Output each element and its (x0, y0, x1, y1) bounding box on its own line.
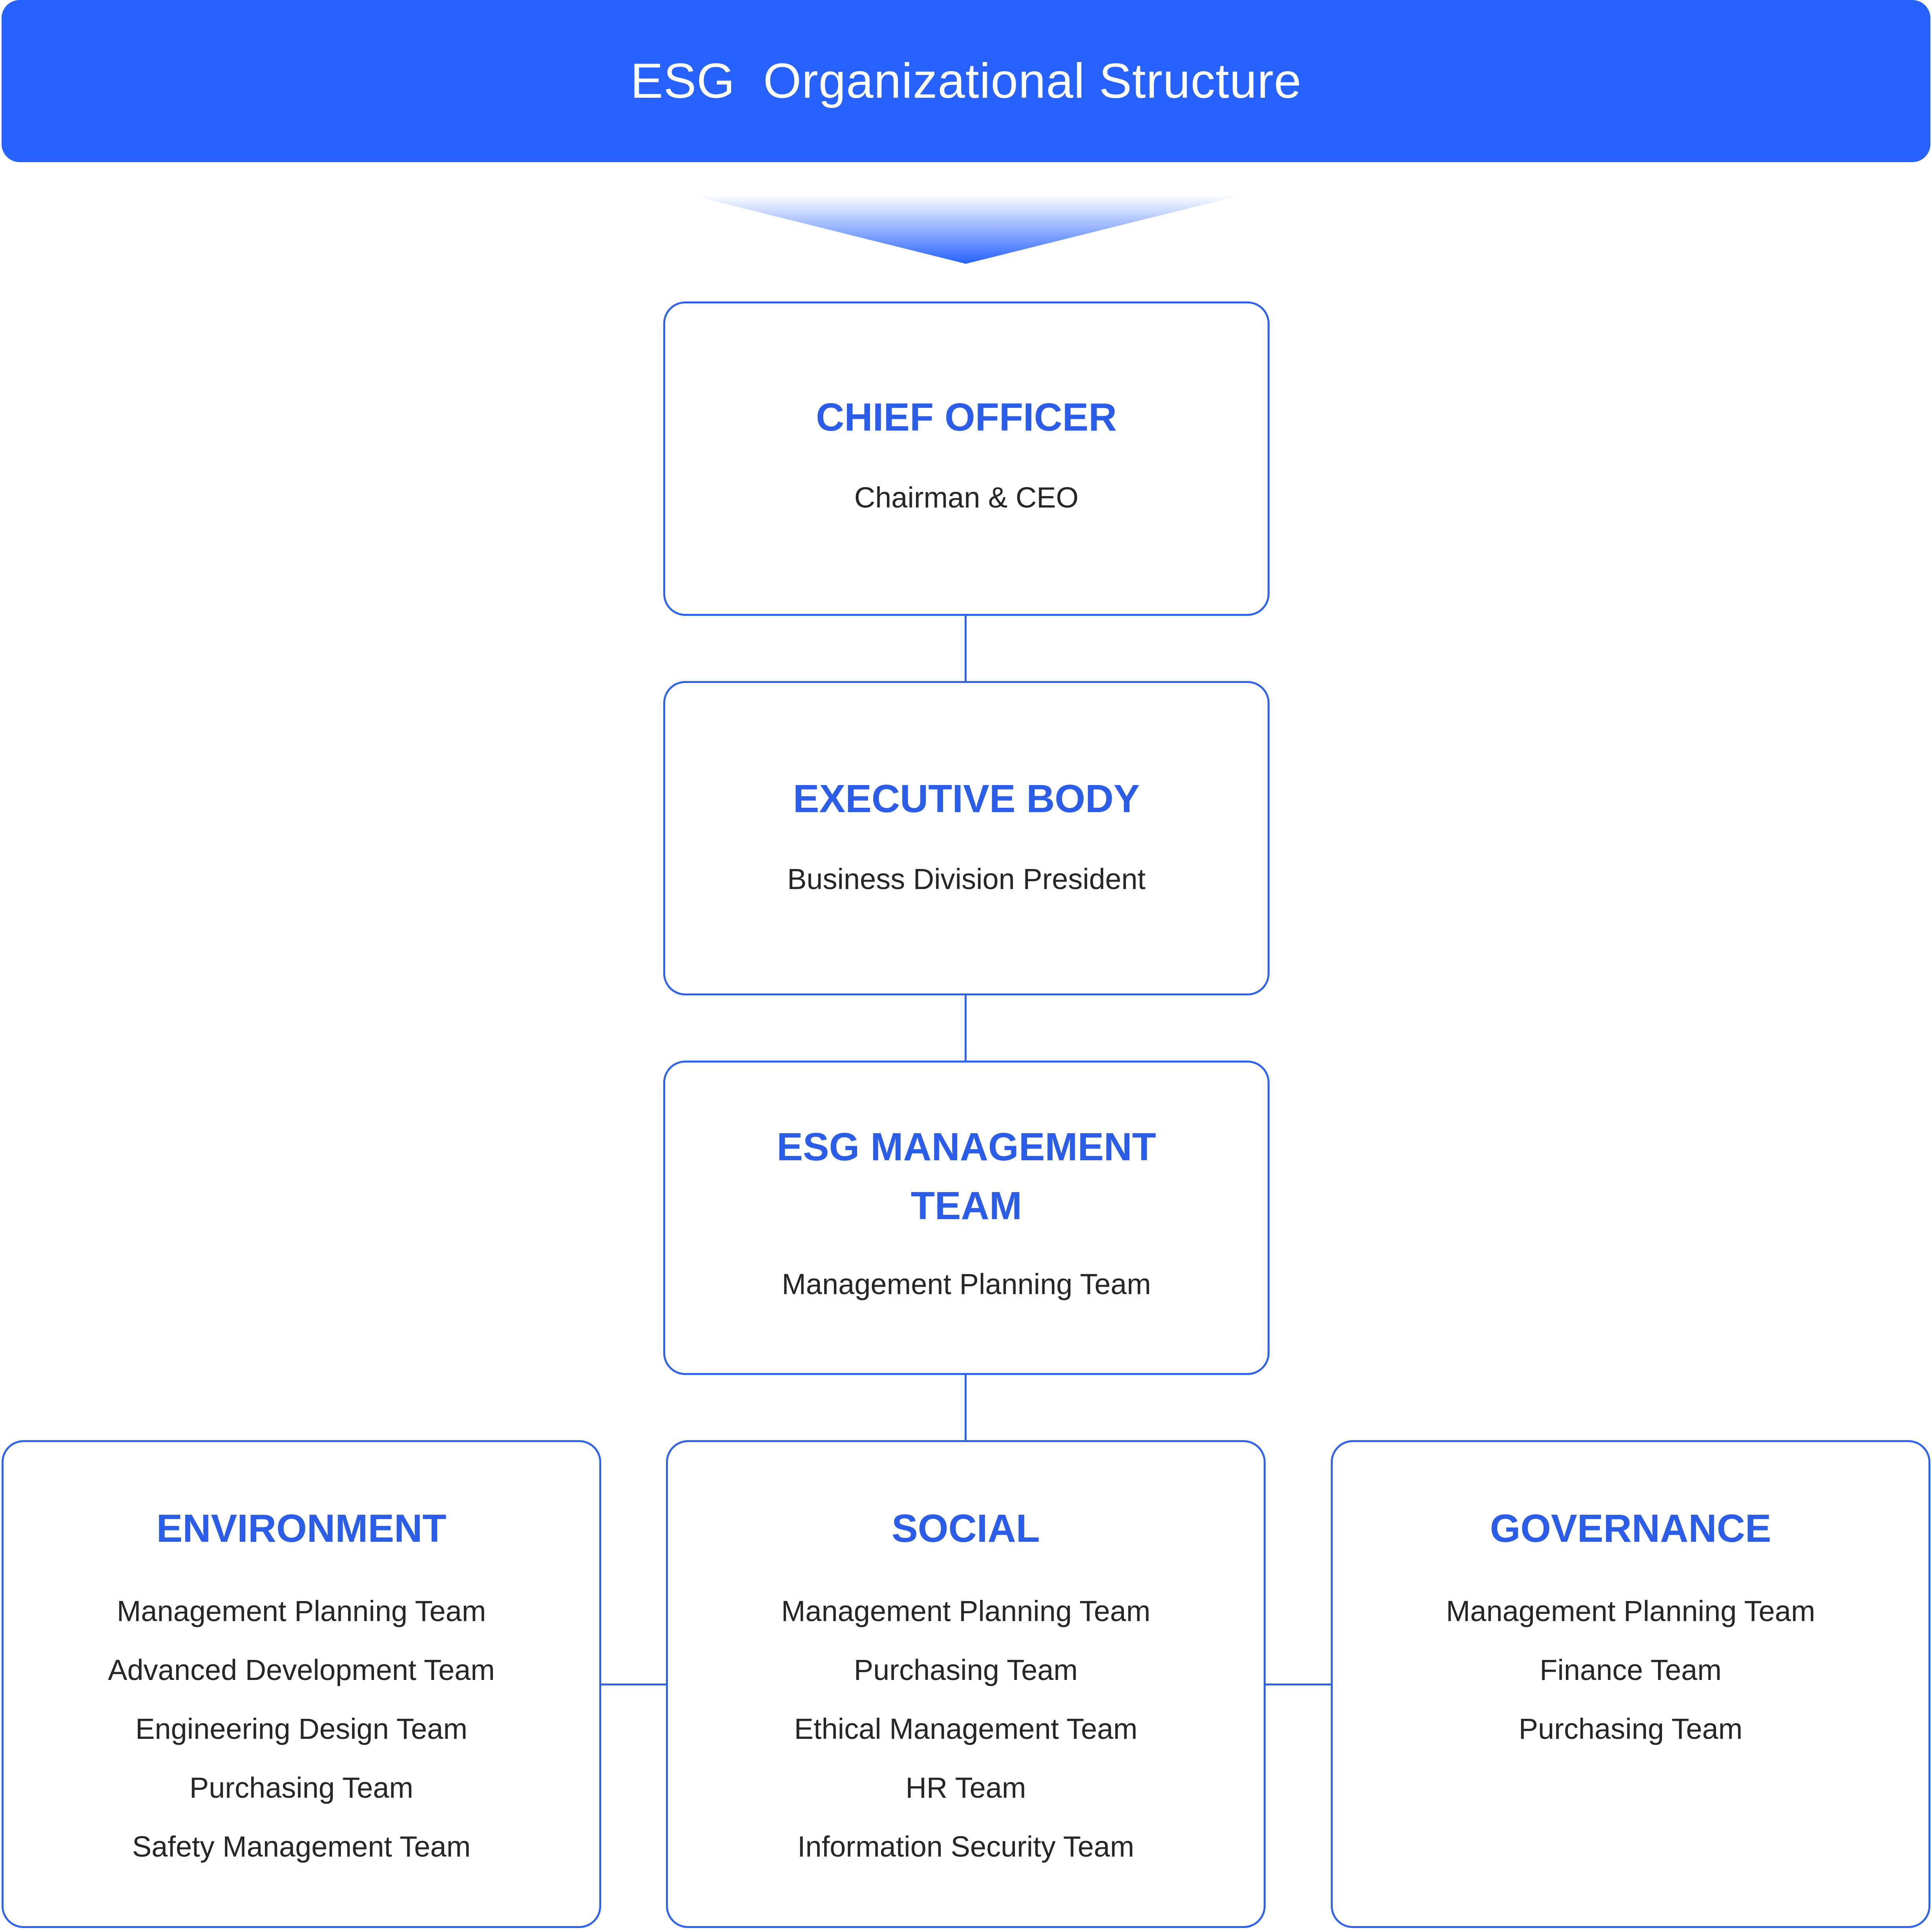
list-item: Ethical Management Team (794, 1713, 1138, 1745)
esg-management-heading-line2: TEAM (910, 1184, 1022, 1228)
connector-chief-executive (965, 615, 967, 683)
executive-body-heading: EXECUTIVE BODY (793, 777, 1140, 821)
social-heading: SOCIAL (892, 1506, 1040, 1550)
list-item: HR Team (905, 1771, 1026, 1804)
chief-officer-subtitle: Chairman & CEO (854, 481, 1079, 514)
list-item: Safety Management Team (132, 1830, 471, 1863)
esg-management-subtitle: Management Planning Team (782, 1268, 1151, 1300)
executive-body-box: EXECUTIVE BODY Business Division Preside… (663, 681, 1270, 995)
chief-officer-box: CHIEF OFFICER Chairman & CEO (663, 301, 1270, 616)
page-title: ESG Organizational Structure (630, 54, 1302, 108)
list-item: Information Security Team (797, 1830, 1135, 1863)
connector-executive-esg (965, 995, 967, 1063)
list-item: Finance Team (1540, 1654, 1722, 1686)
esg-management-heading-line1: ESG MANAGEMENT (777, 1125, 1156, 1169)
title-banner: ESG Organizational Structure (2, 0, 1930, 162)
list-item: Management Planning Team (781, 1595, 1151, 1627)
list-item: Management Planning Team (117, 1595, 486, 1627)
chief-officer-heading: CHIEF OFFICER (816, 395, 1117, 439)
list-item: Purchasing Team (189, 1771, 414, 1804)
executive-body-subtitle: Business Division President (787, 863, 1146, 895)
down-arrow-icon (689, 195, 1243, 264)
environment-box: ENVIRONMENT Management Planning Team Adv… (2, 1440, 601, 1928)
list-item: Purchasing Team (854, 1654, 1078, 1686)
governance-box: GOVERNANCE Management Planning Team Fina… (1331, 1440, 1930, 1928)
governance-heading: GOVERNANCE (1490, 1506, 1771, 1550)
list-item: Engineering Design Team (135, 1713, 468, 1745)
esg-management-team-box: ESG MANAGEMENT TEAM Management Planning … (663, 1061, 1270, 1375)
social-team-list: Management Planning Team Purchasing Team… (668, 1582, 1264, 1876)
environment-team-list: Management Planning Team Advanced Develo… (4, 1582, 599, 1876)
list-item: Advanced Development Team (108, 1654, 495, 1686)
list-item: Management Planning Team (1446, 1595, 1815, 1627)
list-item: Purchasing Team (1518, 1713, 1743, 1745)
governance-team-list: Management Planning Team Finance Team Pu… (1333, 1582, 1928, 1758)
connector-esg-social (965, 1375, 967, 1442)
social-box: SOCIAL Management Planning Team Purchasi… (666, 1440, 1266, 1928)
connector-environment-social (600, 1684, 667, 1685)
environment-heading: ENVIRONMENT (156, 1506, 447, 1550)
connector-social-governance (1265, 1684, 1332, 1685)
